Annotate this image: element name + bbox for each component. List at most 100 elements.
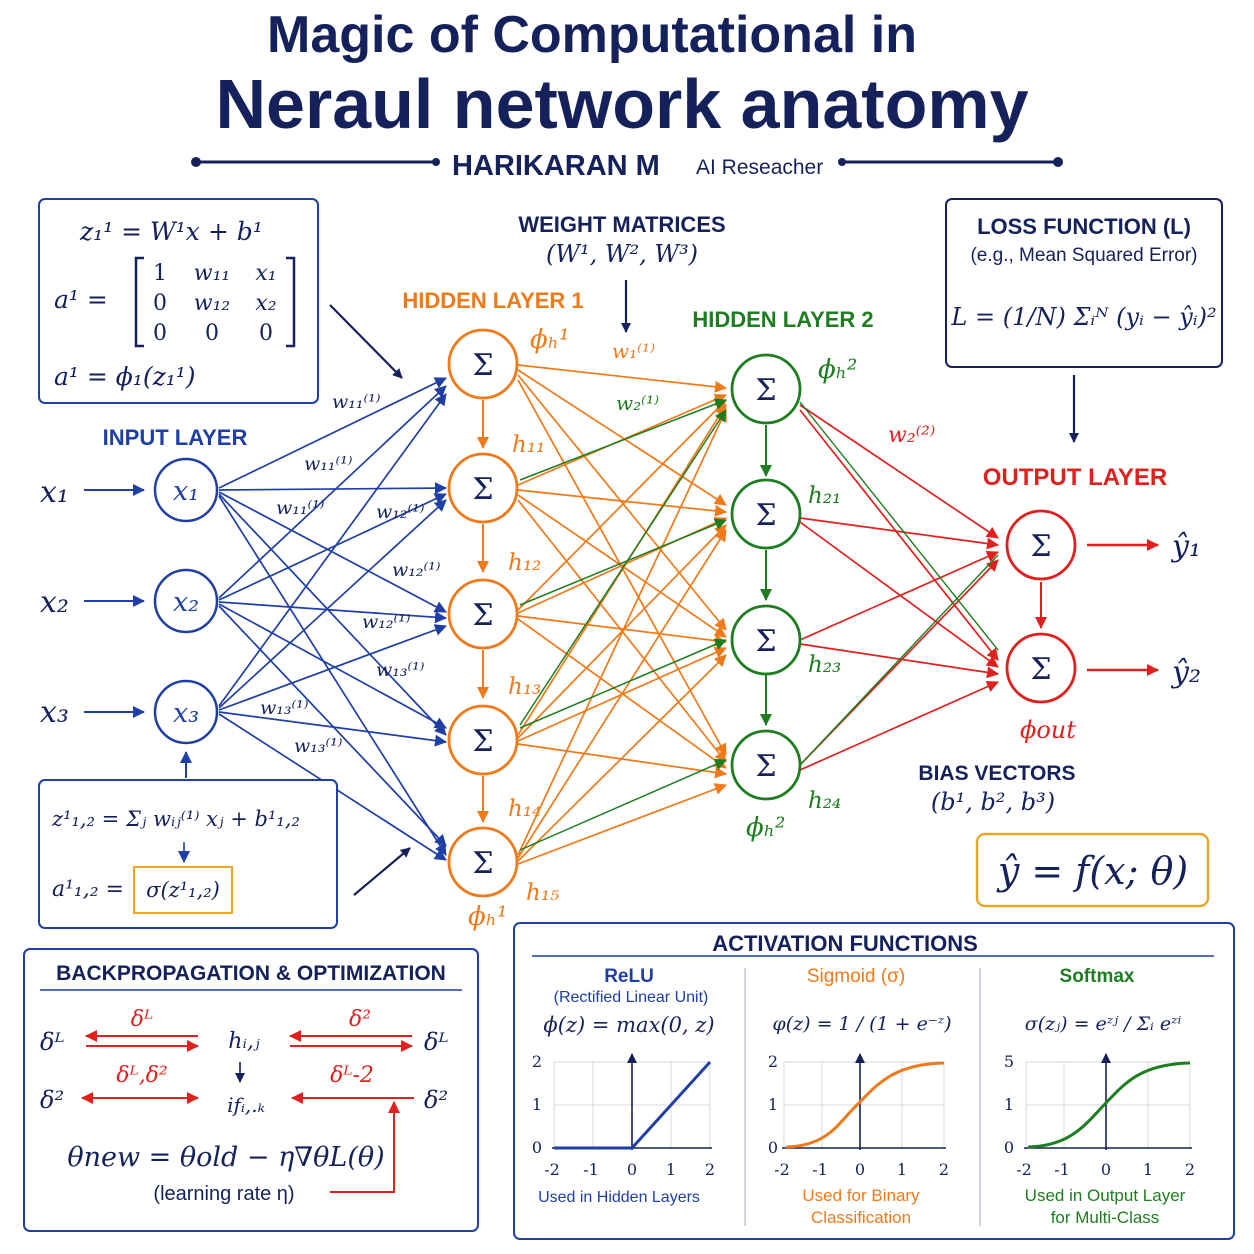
softmax-xtick: -1 <box>1054 1160 1070 1179</box>
relu-xtick: 0 <box>627 1160 637 1179</box>
activation-box: ACTIVATION FUNCTIONS ReLU (Rectified Lin… <box>513 922 1235 1240</box>
matrix-cell: 0 <box>153 321 167 346</box>
model-formula-box <box>975 832 1210 908</box>
input-node <box>153 568 219 634</box>
softmax-note-1: Used in Output Layer <box>1025 1186 1186 1205</box>
formula-line-3: a¹ = ϕ₁(z₁¹) <box>54 362 196 391</box>
activation-title: ACTIVATION FUNCTIONS <box>712 931 978 956</box>
connection <box>519 638 727 729</box>
hidden2-node-label: h₂₄ <box>808 788 841 814</box>
connection <box>517 399 727 611</box>
softmax-note-2: for Multi-Class <box>1051 1208 1160 1227</box>
backprop-double-arrow <box>85 1030 199 1052</box>
hidden2-node <box>730 478 802 550</box>
sum-symbol: Σ <box>755 498 776 533</box>
weight-label-orange: w₁⁽¹⁾ <box>612 339 655 363</box>
author-line-right-end-dot <box>1053 157 1063 167</box>
header: Magic of Computational in Neraul network… <box>191 6 1063 182</box>
author-line-right-dot <box>838 158 846 166</box>
hidden2-activation-bottom: ϕₕ² <box>746 813 785 843</box>
output-label: ŷ₂ <box>1170 655 1201 690</box>
connection <box>517 529 727 859</box>
weight-label: w₁₃⁽¹⁾ <box>294 735 343 757</box>
sigmoid-curve <box>785 1061 945 1149</box>
matrix-bracket-left <box>134 256 144 348</box>
sigmoid-note-1: Used for Binary <box>802 1186 920 1205</box>
matrix-cell: 1 <box>153 261 167 286</box>
connection <box>218 711 447 747</box>
input-node-label: x₁ <box>173 476 199 507</box>
relu-xtick: -2 <box>544 1160 560 1179</box>
weight-label: w₁₂⁽¹⁾ <box>376 501 425 523</box>
connection <box>519 398 727 481</box>
sigmoid-xtick: -1 <box>812 1160 828 1179</box>
model-formula: ŷ = f(x; θ) <box>996 849 1188 893</box>
connection <box>218 624 447 711</box>
relu-ytick: 2 <box>532 1052 542 1071</box>
title-line-1: Magic of Computational in <box>267 6 917 64</box>
bias-vectors-title: BIAS VECTORS <box>918 762 1075 785</box>
sum-formula-line-1: z¹₁,₂ = Σⱼ wᵢⱼ⁽¹⁾ xⱼ + b¹₁,₂ <box>51 807 300 831</box>
backprop-row2-arrow-label: δᴸ,δ² <box>116 1063 168 1088</box>
sum-formula-line-2-rhs: σ(z¹₁,₂) <box>146 878 220 902</box>
backprop-row1-right: δᴸ <box>424 1028 448 1056</box>
relu-panel: ReLU (Rectified Linear Unit) ϕ(z) = max(… <box>532 966 715 1206</box>
connection <box>218 603 447 729</box>
matrix-cell: w₁₁ <box>194 261 230 286</box>
weight-matrices-label: WEIGHT MATRICES (W¹, W², W³) <box>518 212 726 333</box>
connection <box>218 491 447 613</box>
sum-symbol: Σ <box>755 749 776 784</box>
hidden-layer-2-title: HIDDEN LAYER 2 <box>692 307 873 332</box>
author-line-left-end-dot <box>432 158 440 166</box>
input-node <box>153 457 219 523</box>
weight-matrices-sub: (W¹, W², W³) <box>546 240 698 268</box>
matrix-cell: 0 <box>153 291 167 316</box>
hidden-layer-1: Σ Σ Σ Σ Σ ϕₕ¹ ϕₕ¹ h₁₁ h₁₂ h₁₃ h₁₄ h₁₅ <box>447 325 569 932</box>
relu-xtick: -1 <box>583 1160 599 1179</box>
loss-subtitle: (e.g., Mean Squared Error) <box>970 245 1197 266</box>
output-layer-title: OUTPUT LAYER <box>983 464 1167 491</box>
relu-curve <box>554 1060 712 1150</box>
author-line-left-dot <box>191 157 201 167</box>
softmax-panel: Softmax σ(zⱼ) = eᶻʲ / Σᵢ eᶻⁱ 5 1 0 -2 -1… <box>1004 966 1195 1227</box>
hidden2-node <box>730 604 802 676</box>
connection <box>799 680 999 771</box>
sigmoid-xtick: 1 <box>897 1160 907 1179</box>
connection <box>218 493 447 736</box>
relu-xtick: 2 <box>705 1160 715 1179</box>
input-layer-title: INPUT LAYER <box>103 425 248 450</box>
sigmoid-ytick: 0 <box>768 1138 778 1157</box>
hidden1-node <box>447 452 519 524</box>
connection <box>218 605 447 847</box>
hidden1-node <box>447 704 519 776</box>
sigmoid-ytick: 2 <box>768 1052 778 1071</box>
title-line-2: Neraul network anatomy <box>216 65 1029 143</box>
matrix-cell: x₂ <box>255 291 276 316</box>
hidden1-to-hidden2-connections <box>517 364 727 865</box>
weight-label-green: w₂⁽¹⁾ <box>616 391 659 415</box>
loss-formula: L = (1/N) Σᵢᴺ (yᵢ − ŷᵢ)² <box>950 303 1216 331</box>
hidden2-activation-top: ϕₕ² <box>818 355 857 385</box>
connection <box>218 499 447 709</box>
backprop-row2-arrow-label-2: δᴸ-2 <box>330 1063 374 1088</box>
backprop-row1-left: δᴸ <box>40 1028 64 1056</box>
hidden2-node-label: h₂₁ <box>808 483 841 509</box>
sigmoid-panel: Sigmoid (σ) φ(z) = 1 / (1 + e⁻ᶻ) 2 1 0 -… <box>768 966 952 1227</box>
formula-box: z₁¹ = W¹x + b¹ a¹ = 1 w₁₁ x₁ 0 w₁₂ x₂ 0 … <box>38 198 319 404</box>
connection <box>218 377 447 489</box>
hidden-layer-2: Σ Σ Σ Σ ϕₕ² ϕₕ² h₂₁ h₂₃ h₂₄ <box>730 353 857 843</box>
connection <box>799 521 999 668</box>
backprop-box: BACKPROPAGATION & OPTIMIZATION δᴸ δᴸ hᵢ,… <box>23 948 479 1232</box>
connection <box>517 364 727 393</box>
sigma-highlight-box <box>133 866 233 914</box>
loss-box: LOSS FUNCTION (L) (e.g., Mean Squared Er… <box>945 198 1223 443</box>
activation-box-frame <box>513 922 1235 1240</box>
softmax-xtick: 2 <box>1185 1160 1195 1179</box>
hidden1-node-label: h₁₁ <box>512 432 545 458</box>
hidden1-node <box>447 578 519 650</box>
hidden1-activation-top: ϕₕ¹ <box>530 325 569 355</box>
connection <box>218 495 447 856</box>
sum-symbol: Σ <box>1030 652 1051 687</box>
connection <box>517 489 727 517</box>
softmax-ytick: 5 <box>1004 1052 1014 1071</box>
